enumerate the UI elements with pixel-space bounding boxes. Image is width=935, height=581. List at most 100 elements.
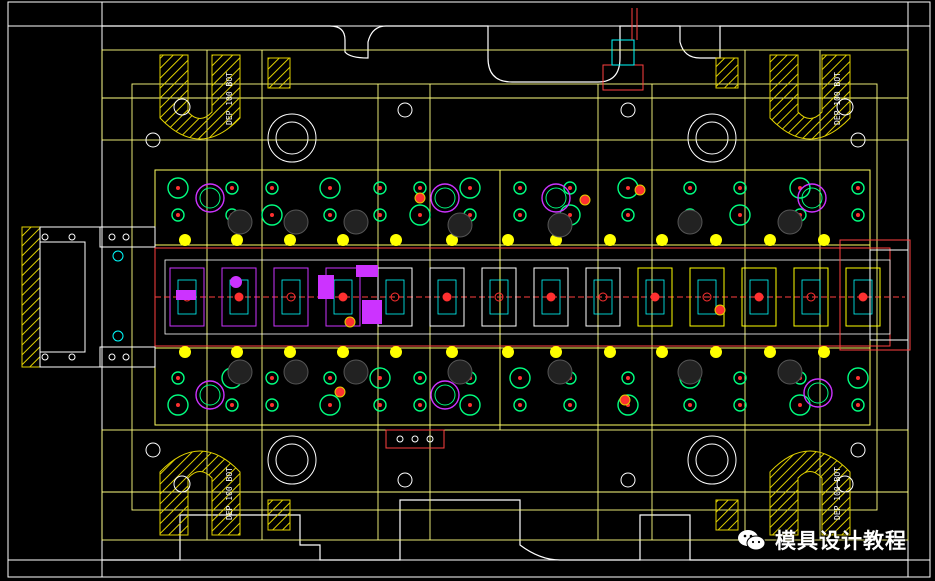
spring-center (176, 403, 180, 407)
spring-holes (167, 177, 869, 416)
spring-center (626, 376, 630, 380)
spring-hole (513, 208, 527, 222)
large-ring-inner (434, 384, 456, 406)
pin-hole (550, 346, 562, 358)
large-ring (803, 378, 833, 408)
large-ring (541, 183, 571, 213)
pilot-hole (390, 292, 400, 302)
spring-hole (373, 208, 387, 222)
screw-hole (579, 194, 591, 206)
strip-station (845, 267, 881, 327)
strip-station (481, 267, 517, 327)
spring-hole (225, 398, 239, 412)
spring-hole (323, 208, 337, 222)
large-ring-inner (199, 384, 221, 406)
pin-hole (231, 346, 243, 358)
spring-center (468, 186, 472, 190)
large-ring-inner (199, 187, 221, 209)
pin-hole (502, 234, 514, 246)
large-ring-inner (545, 187, 567, 209)
spring-center (738, 403, 742, 407)
large-ring (797, 183, 827, 213)
u-guides (159, 54, 851, 536)
punch-hole (447, 359, 473, 385)
spring-center (270, 186, 274, 190)
watermark: 模具设计教程 (737, 525, 907, 555)
spring-hole (847, 367, 869, 389)
pin-hole (818, 346, 830, 358)
strip-station-inner (489, 279, 509, 315)
strip-station (741, 267, 777, 327)
spring-hole (683, 398, 697, 412)
punch-piece (230, 276, 242, 288)
spring-hole (167, 394, 189, 416)
spring-center (328, 376, 332, 380)
spring-center (518, 213, 522, 217)
spring-center (626, 186, 630, 190)
spring-center (738, 213, 742, 217)
strip-station (793, 267, 829, 327)
punch-hole (677, 209, 703, 235)
spring-center (378, 403, 382, 407)
spring-hole (319, 394, 341, 416)
pilot-hole (338, 292, 348, 302)
pilot-hole (442, 292, 452, 302)
pin-hole (446, 234, 458, 246)
pin-hole (604, 346, 616, 358)
large-ring (430, 380, 460, 410)
spring-hole (265, 371, 279, 385)
spring-hole (509, 367, 531, 389)
spring-hole (409, 204, 431, 226)
strip-station-inner (281, 279, 301, 315)
punch-hole (343, 359, 369, 385)
strip-station-inner (593, 279, 613, 315)
pin-hole (656, 234, 668, 246)
spring-hole (319, 177, 341, 199)
pin-hole (818, 234, 830, 246)
spring-center (378, 376, 382, 380)
spring-center (270, 376, 274, 380)
pin-hole (390, 346, 402, 358)
spring-center (176, 376, 180, 380)
spring-hole (167, 177, 189, 199)
spring-hole (459, 177, 481, 199)
pin-hole (764, 346, 776, 358)
pin-hole (604, 234, 616, 246)
spring-hole (373, 181, 387, 195)
large-ring-inner (807, 382, 829, 404)
top-center-part (602, 8, 644, 91)
spring-center (568, 186, 572, 190)
screw-hole (344, 316, 356, 328)
pin-hole (764, 234, 776, 246)
spring-hole (459, 394, 481, 416)
spring-center (230, 186, 234, 190)
pilot-hole (650, 292, 660, 302)
spring-center (568, 403, 572, 407)
spring-center (468, 213, 472, 217)
pin-holes (179, 234, 830, 358)
spring-center (418, 186, 422, 190)
spring-hole (733, 371, 747, 385)
spring-center (328, 213, 332, 217)
spring-center (378, 186, 382, 190)
pin-hole (179, 346, 191, 358)
strip-station-inner (697, 279, 717, 315)
label-bottom-right: DEP 100 BOT (833, 467, 842, 520)
punch-hole (283, 359, 309, 385)
spring-hole (413, 398, 427, 412)
spring-center (230, 403, 234, 407)
spring-center (176, 213, 180, 217)
spring-hole (733, 398, 747, 412)
strip-station (273, 267, 309, 327)
spring-hole (413, 371, 427, 385)
spring-center (418, 403, 422, 407)
spring-hole (373, 398, 387, 412)
punch-piece (176, 290, 196, 300)
screw-hole (334, 386, 346, 398)
spring-center (518, 186, 522, 190)
pin-hole (710, 346, 722, 358)
large-ring (195, 380, 225, 410)
spring-hole (733, 181, 747, 195)
strip-station (377, 267, 413, 327)
